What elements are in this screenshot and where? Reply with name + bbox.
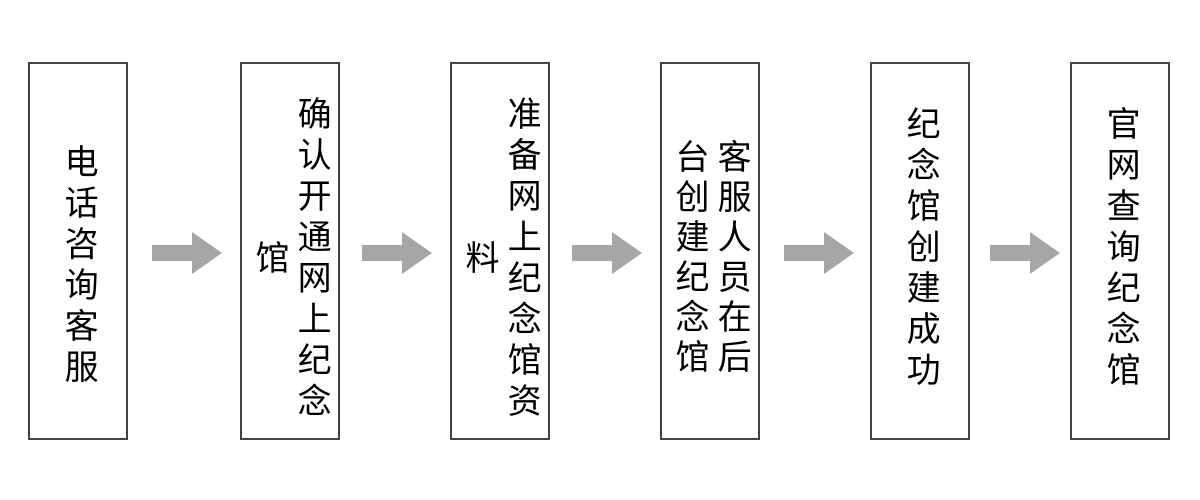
process-box-step-4[interactable]: 客服人员在后台创建纪念馆	[660, 62, 760, 440]
process-box-step-2[interactable]: 确认开通网上纪念馆	[240, 62, 340, 440]
process-box-label-step-6: 官网查询纪念馆	[1100, 106, 1141, 393]
flow-arrow-5	[990, 232, 1060, 274]
process-box-step-1[interactable]: 电话咨询客服	[28, 62, 128, 440]
process-box-label-step-5: 纪念馆创建成功	[900, 106, 941, 393]
flow-arrow-4	[784, 232, 854, 274]
process-box-step-3[interactable]: 准备网上纪念馆资料	[450, 62, 550, 440]
process-box-step-6[interactable]: 官网查询纪念馆	[1070, 62, 1170, 440]
process-box-label-step-1: 电话咨询客服	[58, 144, 99, 390]
process-box-label-step-4: 客服人员在后台创建纪念馆	[669, 139, 752, 379]
flow-arrow-3	[572, 232, 642, 274]
process-box-label-step-2: 确认开通网上纪念馆	[249, 96, 332, 424]
process-box-step-5[interactable]: 纪念馆创建成功	[870, 62, 970, 440]
flow-arrow-2	[362, 232, 432, 274]
process-box-label-step-3: 准备网上纪念馆资料	[459, 96, 542, 424]
flow-arrow-1	[152, 232, 222, 274]
